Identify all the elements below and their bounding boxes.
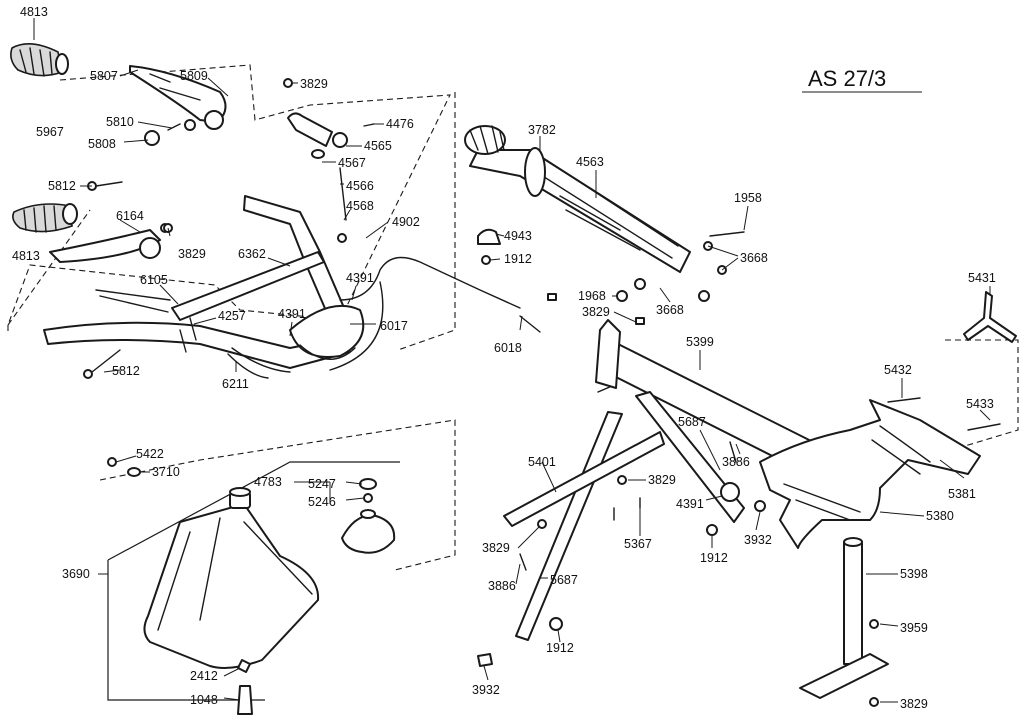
callout-label: 1912 <box>700 551 728 565</box>
stand-legs <box>503 391 745 641</box>
callout-label: 4813 <box>12 249 40 263</box>
callout-label: 4391 <box>278 307 306 321</box>
callout-label: 4563 <box>576 155 604 169</box>
callout-label: 3959 <box>900 621 928 635</box>
callout-label: 4565 <box>364 139 392 153</box>
callout-label: 1048 <box>190 693 218 707</box>
callout-label: 5422 <box>136 447 164 461</box>
callout-label: 4257 <box>218 309 246 323</box>
callout-label: 1958 <box>734 191 762 205</box>
callout-label: 5401 <box>528 455 556 469</box>
throttle-cable <box>339 256 521 309</box>
callout-label: 3932 <box>472 683 500 697</box>
callout-label: 3829 <box>900 697 928 711</box>
fuel-tank <box>143 487 320 669</box>
handle-assembly-outline <box>7 64 451 335</box>
callout-label: 3782 <box>528 123 556 137</box>
callout-label: 4568 <box>346 199 374 213</box>
fuel-cap <box>341 478 396 554</box>
callout-label: 6105 <box>140 273 168 287</box>
callout-label: 5687 <box>550 573 578 587</box>
callout-label: 3668 <box>656 303 684 317</box>
callout-label: 3690 <box>62 567 90 581</box>
vertical-post-5398 <box>799 537 889 699</box>
callout-label: 5812 <box>112 364 140 378</box>
callout-label: 6211 <box>222 377 249 391</box>
callout-label: 1912 <box>504 252 532 266</box>
callout-label: 4391 <box>676 497 704 511</box>
callout-label: 5810 <box>106 115 134 129</box>
callout-label: 3932 <box>744 533 772 547</box>
lever-4476 <box>287 112 348 159</box>
callout-label: 4943 <box>504 229 532 243</box>
callout-label: 1968 <box>578 289 606 303</box>
model-label: AS 27/3 <box>808 66 886 91</box>
cable-sleeve <box>329 281 384 371</box>
twist-grip-upper <box>10 43 69 77</box>
callout-label: 5399 <box>686 335 714 349</box>
callout-label: 4813 <box>20 5 48 19</box>
callout-label: 5247 <box>308 477 336 491</box>
boom-tube-4563 <box>464 125 691 273</box>
hardware <box>83 78 1001 715</box>
star-knob-5431 <box>963 291 1017 343</box>
callout-label: 5812 <box>48 179 76 193</box>
callout-label: 3886 <box>722 455 750 469</box>
callout-label: 5432 <box>884 363 912 377</box>
handlebar-frame <box>43 195 365 379</box>
callout-label: 3829 <box>300 77 328 91</box>
callout-label: 5967 <box>36 125 64 139</box>
callout-label: 1912 <box>546 641 574 655</box>
brake-lever-lower <box>49 223 170 263</box>
callout-label: 4391 <box>346 271 374 285</box>
callout-label: 5431 <box>968 271 996 285</box>
callout-label: 3829 <box>482 541 510 555</box>
callout-label: 6362 <box>238 247 266 261</box>
callout-label: 5380 <box>926 509 954 523</box>
callout-label: 5807 <box>90 69 118 83</box>
callout-label: 3668 <box>740 251 768 265</box>
tank-dashed-outline <box>99 419 456 571</box>
callout-label: 3829 <box>178 247 206 261</box>
callout-label: 5433 <box>966 397 994 411</box>
callout-label: 3829 <box>582 305 610 319</box>
callout-label: 4902 <box>392 215 420 229</box>
twist-grip-lower <box>12 203 78 233</box>
callout-label: 5808 <box>88 137 116 151</box>
callout-label: 5809 <box>180 69 208 83</box>
callout-label: 6017 <box>380 319 408 333</box>
callout-label: 3710 <box>152 465 180 479</box>
throttle-lever-upper <box>129 65 227 146</box>
callout-label: 6018 <box>494 341 522 355</box>
callout-label: 4566 <box>346 179 374 193</box>
callout-label: 6164 <box>116 209 144 223</box>
callout-label: 2412 <box>190 669 218 683</box>
callout-label: 4476 <box>386 117 414 131</box>
callout-label: 5367 <box>624 537 652 551</box>
callout-label: 4783 <box>254 475 282 489</box>
callout-label: 5398 <box>900 567 928 581</box>
callouts: 4813 5807 5809 3829 5967 5810 5808 5812 … <box>12 5 996 711</box>
callout-label: 3886 <box>488 579 516 593</box>
tank-bracket-outline <box>107 461 400 701</box>
callout-label: 5687 <box>678 415 706 429</box>
support-bracket <box>759 399 981 549</box>
callout-label: 5381 <box>948 487 976 501</box>
leader-lines <box>33 18 991 703</box>
callout-label: 4567 <box>338 156 366 170</box>
callout-label: 3829 <box>648 473 676 487</box>
callout-label: 5246 <box>308 495 336 509</box>
